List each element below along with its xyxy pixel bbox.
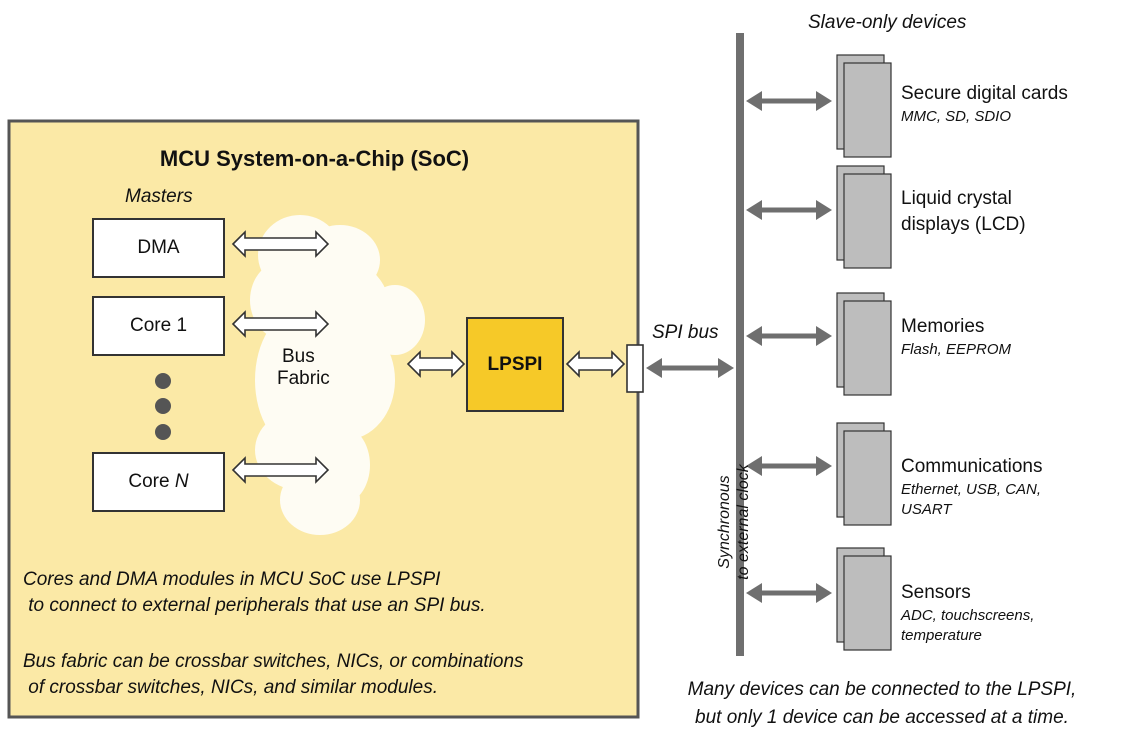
footer-note: Many devices can be connected to the LPS… (640, 676, 1124, 732)
device-name: displays (LCD) (901, 214, 1026, 235)
soc-note-2: Bus fabric can be crossbar switches, NIC… (23, 649, 524, 701)
device-detail: temperature (901, 627, 982, 644)
coren-label: Core (128, 471, 175, 492)
device-arrow (746, 200, 832, 220)
device-name: Secure digital cards (901, 83, 1068, 104)
spi-port (626, 344, 644, 393)
device-stack (836, 422, 892, 526)
dma-fabric-arrow (231, 230, 330, 258)
device-arrow (746, 456, 832, 476)
device-stack (836, 547, 892, 651)
fabric-lpspi-arrow (406, 350, 466, 378)
device-arrow (746, 326, 832, 346)
footer-line-1: Many devices can be connected to the LPS… (687, 679, 1077, 700)
clock-label-line-2: to external clock (735, 464, 752, 580)
device-detail: ADC, touchscreens, (901, 607, 1035, 624)
core1-label: Core 1 (129, 315, 188, 336)
masters-label: Masters (125, 186, 193, 207)
lpspi-port-arrow (565, 350, 626, 378)
clock-label: Synchronous to external clock (715, 432, 753, 612)
device-arrow (746, 91, 832, 111)
devices-header: Slave-only devices (808, 12, 967, 33)
device-stacks (836, 54, 892, 651)
lpspi-block (466, 317, 564, 412)
device-stack (836, 54, 892, 158)
footer-line-2: but only 1 device can be accessed at a t… (695, 707, 1069, 728)
core1-fabric-arrow (231, 310, 330, 338)
ellipsis-dots (155, 373, 171, 440)
dma-label: DMA (137, 237, 180, 258)
device-detail: Ethernet, USB, CAN, (901, 481, 1042, 498)
dma-box: DMA (92, 218, 225, 278)
device-stack (836, 292, 892, 396)
device-stack (836, 165, 892, 269)
coren-fabric-arrow (231, 456, 330, 484)
soc-note-1: Cores and DMA modules in MCU SoC use LPS… (23, 567, 486, 619)
bus-fabric-label: Bus Fabric (277, 346, 330, 390)
port-bus-arrow (646, 358, 734, 378)
clock-label-line-1: Synchronous (716, 475, 733, 569)
soc-note-1-line-1: Cores and DMA modules in MCU SoC use LPS… (23, 569, 441, 590)
device-detail: Flash, EEPROM (901, 341, 1012, 358)
device-arrow (746, 583, 832, 603)
bus-fabric-line-1: Bus (282, 346, 315, 367)
device-name: Communications (901, 456, 1043, 477)
master-arrows (231, 230, 626, 484)
coren-box: Core N (92, 452, 225, 512)
soc-title: MCU System-on-a-Chip (SoC) (159, 146, 470, 171)
soc-note-1-line-2: to connect to external peripherals that … (23, 595, 486, 616)
device-detail: USART (901, 501, 952, 518)
soc-note-2-line-1: Bus fabric can be crossbar switches, NIC… (23, 651, 524, 672)
bus-fabric-line-2: Fabric (277, 368, 330, 389)
device-label-group: Liquid crystal displays (LCD) (901, 186, 1026, 238)
device-arrows (746, 91, 832, 603)
device-name: Liquid crystal (901, 188, 1012, 209)
soc-note-2-line-2: of crossbar switches, NICs, and similar … (23, 677, 438, 698)
spi-bus-label: SPI bus (652, 322, 719, 343)
device-name: Sensors (901, 582, 971, 603)
coren-label-suffix: N (174, 471, 189, 492)
device-detail: MMC, SD, SDIO (901, 108, 1012, 125)
lpspi-label: LPSPI (487, 354, 543, 375)
device-name: Memories (901, 316, 985, 337)
core1-box: Core 1 (92, 296, 225, 356)
